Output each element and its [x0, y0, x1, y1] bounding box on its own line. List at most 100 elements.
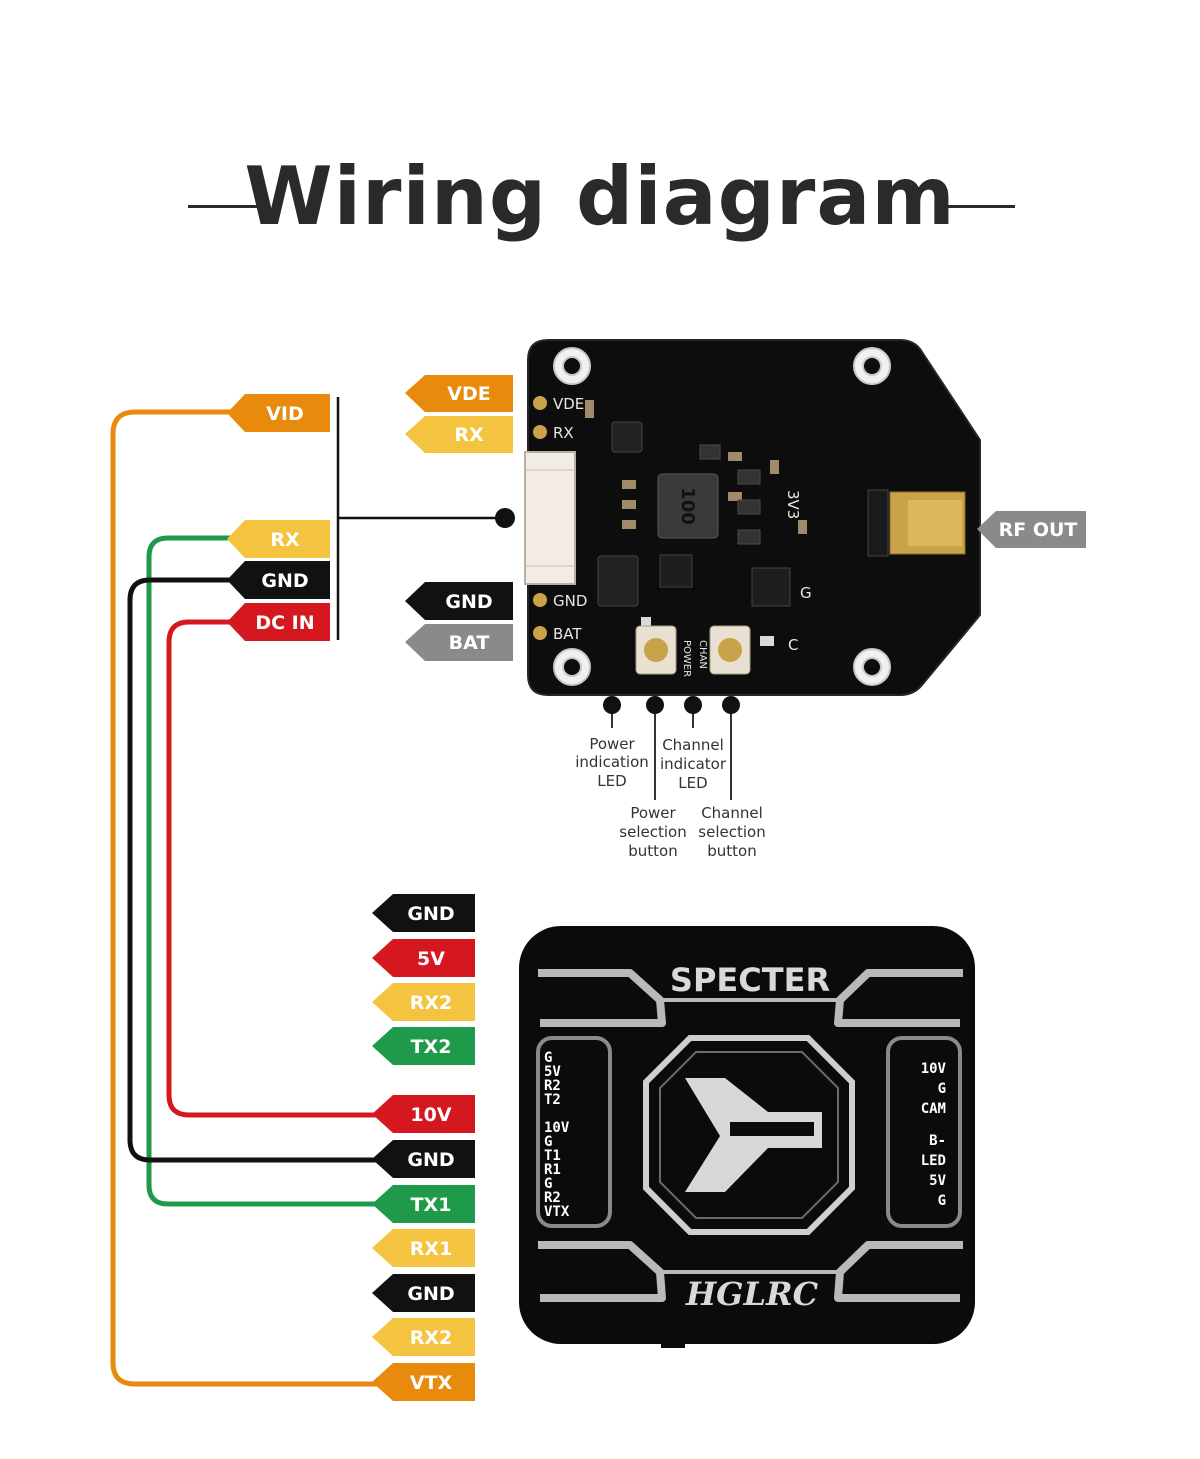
- pad-label-rx: RX: [553, 424, 574, 442]
- annotation-power-led: Power indication LED: [575, 735, 649, 790]
- fc-tag-gnd: GND: [372, 1274, 475, 1312]
- power-button: [635, 625, 677, 675]
- annotation-power-button: Power selection button: [619, 804, 686, 860]
- annotation-dots: [603, 696, 740, 714]
- svg-text:button: button: [628, 842, 677, 860]
- svg-text:LED: LED: [597, 772, 626, 790]
- tag-vde: VDE: [405, 375, 513, 412]
- svg-text:GND: GND: [261, 570, 308, 592]
- fc-tag-label: TX1: [411, 1194, 452, 1216]
- fc-tag-label: GND: [407, 1149, 454, 1171]
- wires: [110, 409, 385, 1387]
- fc-tag-label: 5V: [417, 948, 445, 970]
- fc-pin-right-b-1: LED: [921, 1153, 946, 1169]
- pad-label-gnd: GND: [553, 592, 587, 610]
- solder-pads: [533, 396, 547, 640]
- fc-tag-rx2: RX2: [372, 983, 475, 1021]
- pad-label-vde: VDE: [553, 395, 584, 413]
- fc-pin-left-b-6: VTX: [544, 1204, 570, 1220]
- fc-metal-bands: [538, 969, 963, 1302]
- fc-pin-right-a-1: G: [938, 1081, 946, 1097]
- fc-tag-tx2: TX2: [372, 1027, 475, 1065]
- fc-tag-label: GND: [407, 1283, 454, 1305]
- fc-pin-right-b-2: 5V: [929, 1173, 946, 1189]
- svg-text:indicator: indicator: [660, 755, 727, 773]
- components: 100: [585, 400, 807, 607]
- mmcx-connector: [867, 489, 966, 557]
- fc-pin-right-a-0: 10V: [921, 1061, 947, 1077]
- power-led: [641, 617, 651, 631]
- annotation-channel-button: Channel selection button: [698, 804, 765, 860]
- harness-bracket: [336, 397, 515, 640]
- fc-tag-rx2: RX2: [372, 1318, 475, 1356]
- fc-pin-left-b-2: T1: [544, 1148, 561, 1164]
- fc-tag-tx1: TX1: [372, 1185, 475, 1223]
- tag-bat: BAT: [405, 624, 513, 661]
- fc-pin-left-b-4: G: [544, 1176, 552, 1192]
- mount-holes: [553, 347, 891, 686]
- fc-brand-top: SPECTER: [670, 961, 830, 999]
- pad-label-bat: BAT: [553, 625, 582, 643]
- fc-pin-left-a-0: G: [544, 1050, 552, 1066]
- silk-g: G: [800, 584, 812, 602]
- fc-tag-label: RX1: [410, 1238, 453, 1260]
- tag-gnd: GND: [227, 561, 330, 599]
- fc-pin-left-b-5: R2: [544, 1190, 561, 1206]
- vtx-board: VDE RX GND BAT 100 3V3 G C: [524, 339, 981, 696]
- silk-c: C: [788, 636, 798, 654]
- tag-rx: RX: [227, 520, 330, 558]
- svg-text:DC IN: DC IN: [255, 612, 314, 634]
- title-rule-left: [188, 205, 268, 208]
- svg-text:VID: VID: [266, 403, 304, 425]
- tag-board-rx: RX: [405, 416, 513, 453]
- fc-pin-right-a-2: CAM: [921, 1101, 946, 1117]
- fc-pin-right-b-3: G: [938, 1193, 946, 1209]
- svg-text:GND: GND: [445, 591, 492, 613]
- vtx-tags-board: VDE RX GND BAT: [405, 375, 513, 661]
- svg-text:100: 100: [677, 487, 698, 525]
- fc-tag-label: VTX: [410, 1372, 453, 1394]
- title-rule-right: [935, 205, 1015, 208]
- svg-text:RX: RX: [270, 529, 300, 551]
- fc-logo: [643, 1035, 855, 1235]
- fc-tag-gnd: GND: [372, 894, 475, 932]
- fc-tag-10v: 10V: [372, 1095, 475, 1133]
- fc-pin-left-a-2: R2: [544, 1078, 561, 1094]
- svg-text:Power: Power: [589, 735, 635, 753]
- svg-text:selection: selection: [619, 823, 686, 841]
- svg-text:Power: Power: [630, 804, 676, 822]
- fc-tag-gnd: GND: [372, 1140, 475, 1178]
- channel-led: [760, 636, 774, 646]
- svg-text:RF OUT: RF OUT: [999, 519, 1078, 541]
- silk-power: POWER: [681, 640, 692, 677]
- fc-tag-label: RX2: [410, 1327, 453, 1349]
- fc-tag-label: RX2: [410, 992, 453, 1014]
- wire-gnd-gnd: [127, 577, 385, 1163]
- fc-tag-label: TX2: [411, 1036, 452, 1058]
- fc-tag-vtx: VTX: [372, 1363, 475, 1401]
- fc-tag-5v: 5V: [372, 939, 475, 977]
- fc-tag-label: 10V: [410, 1104, 451, 1126]
- svg-text:button: button: [707, 842, 756, 860]
- tag-dcin: DC IN: [227, 603, 330, 641]
- tag-board-gnd: GND: [405, 582, 513, 620]
- tag-vid: VID: [227, 394, 330, 432]
- fc-brand-bottom: HGLRC: [685, 1275, 819, 1313]
- page-title: Wiring diagram: [244, 150, 956, 243]
- fc-pin-left-a-1: 5V: [544, 1064, 561, 1080]
- svg-text:RX: RX: [454, 424, 484, 446]
- fc-pin-left-b-0: 10V: [544, 1120, 570, 1136]
- fc-pin-left-b-3: R1: [544, 1162, 561, 1178]
- svg-text:selection: selection: [698, 823, 765, 841]
- fc-pin-left-b-1: G: [544, 1134, 552, 1150]
- wire-dcin-10v: [166, 619, 385, 1118]
- svg-text:VDE: VDE: [447, 383, 490, 405]
- tag-rf-out: RF OUT: [977, 511, 1086, 548]
- svg-text:BAT: BAT: [449, 632, 490, 654]
- fc-pin-left-a-3: T2: [544, 1092, 561, 1108]
- silk-3v3: 3V3: [784, 490, 802, 519]
